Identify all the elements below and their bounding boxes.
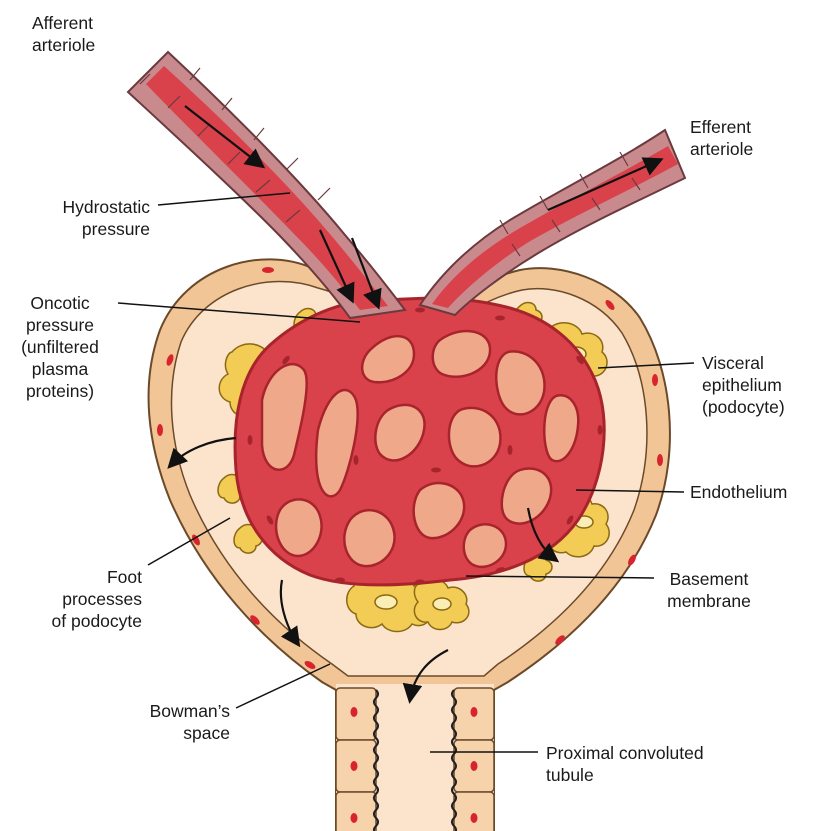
leader-bowmans [236,664,330,708]
proximal-tubule [336,684,494,831]
label-visceral-epithelium: Visceral epithelium (podocyte) [702,352,785,418]
label-endothelium: Endothelium [690,481,787,503]
label-foot-processes: Foot processes of podocyte [10,566,142,632]
label-afferent-arteriole: Afferent arteriole [32,12,95,56]
label-proximal-convoluted-tubule: Proximal convoluted tubule [546,742,704,786]
label-efferent-arteriole: Efferent arteriole [690,116,753,160]
label-hydrostatic-pressure: Hydrostatic pressure [10,196,150,240]
capillary-tuft [235,298,604,585]
label-bowmans-space: Bowman’s space [90,700,230,744]
label-oncotic-pressure: Oncotic pressure (unfiltered plasma prot… [0,292,120,402]
label-basement-membrane: Basement membrane [654,568,764,612]
